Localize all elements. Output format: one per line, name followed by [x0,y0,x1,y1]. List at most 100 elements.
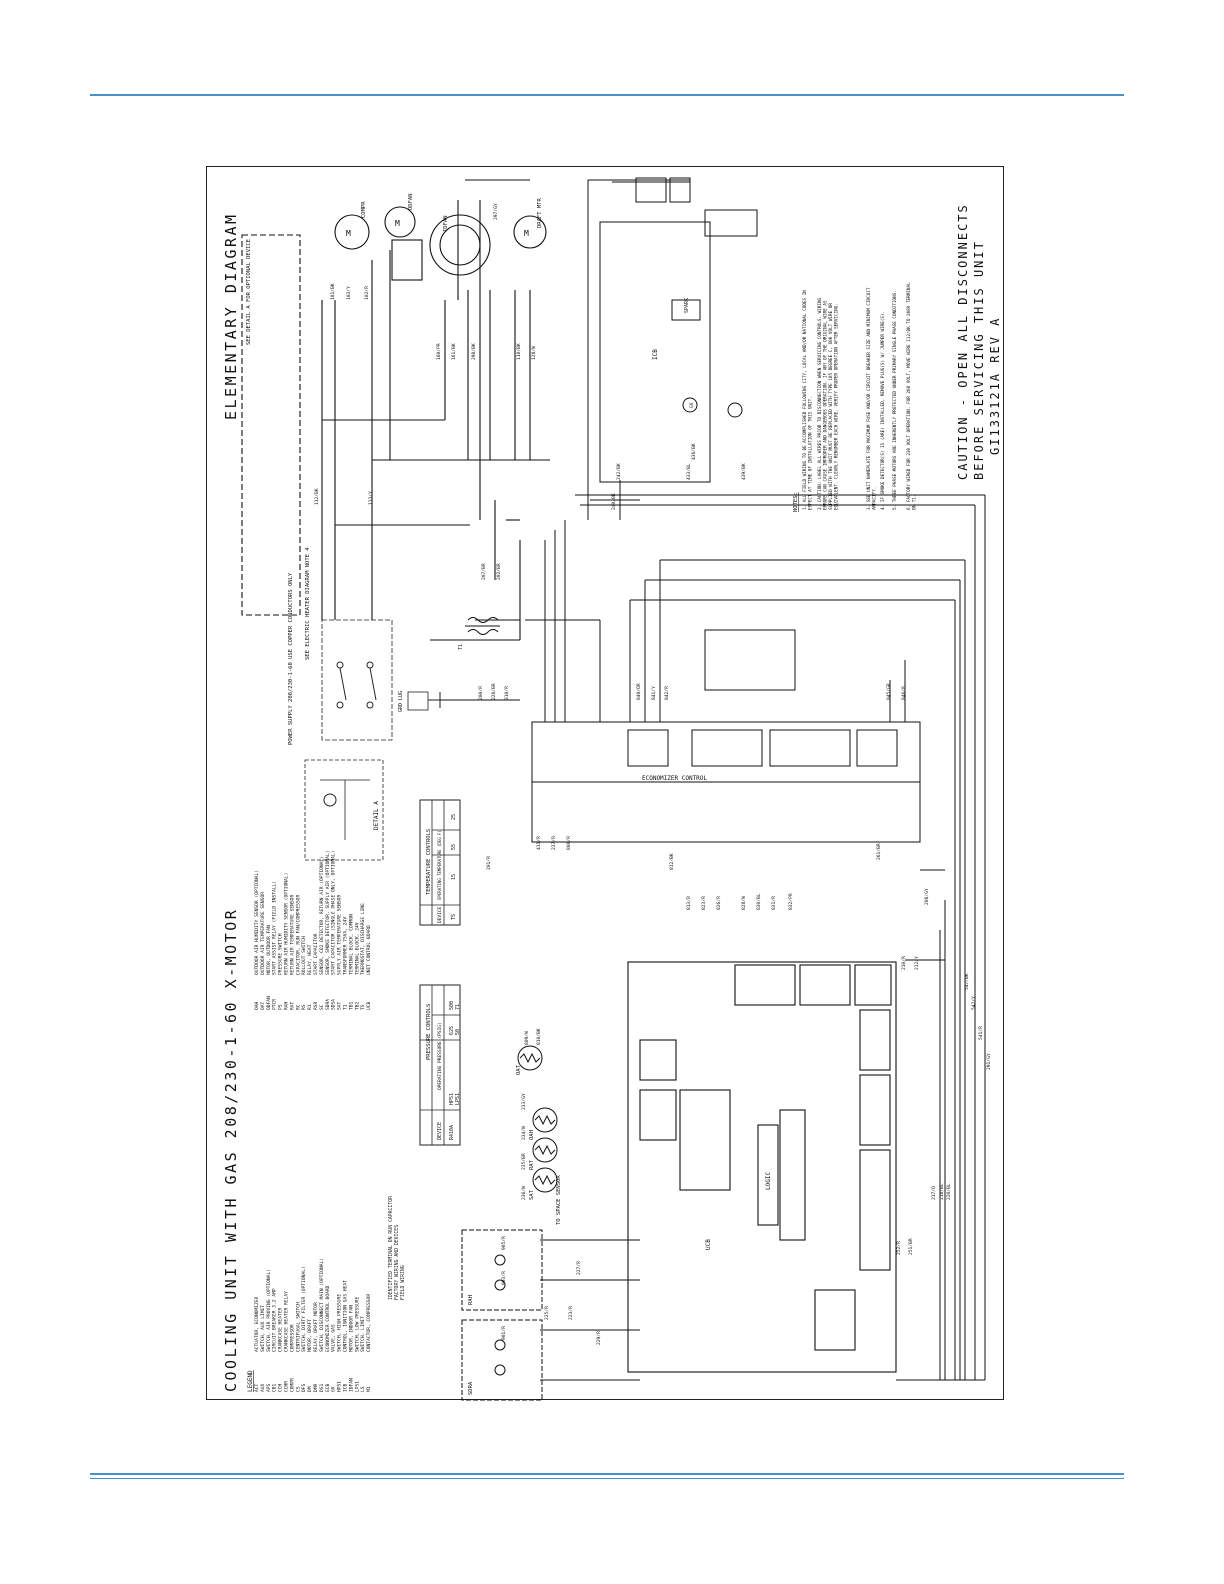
header-rule [90,94,1124,96]
temperature-controls-table: TEMPERATURE CONTROLS DEVICE OPERATING TE… [419,799,461,926]
legend-code: RS [301,1004,307,1010]
wire-label: 208/GY [924,888,930,905]
wire-label: 845/GR [886,683,892,700]
wire-label: 227/R [576,1261,582,1275]
legend-code: HPS1 [337,1381,343,1392]
power-supply-label: POWER SUPPLY 208/230-1-60 USE COPPER CON… [288,572,294,745]
wire-label: 846/R [901,686,907,700]
legend-code: CCHR [284,1381,290,1392]
wire-label: 291/GY [986,1053,992,1070]
wire-label: 202/BR [496,563,502,580]
wire-label: 201/R [486,856,492,870]
wire-label: 809/W [524,1031,530,1045]
pressure-hps1-close: 500 [449,1001,455,1010]
wire-label: 840/OR [636,683,642,700]
legend-description: TERMINAL BLOCK, COMMON [348,914,354,975]
ucb-label: UCB [705,1239,712,1250]
legend-code: RC [295,1004,301,1010]
legend-code: PTCR [272,999,278,1010]
label-compr: COMPR [361,201,367,218]
note-line: EQUIVALENT. CLEARLY RENUMBER EACH WIRE. … [834,303,840,510]
wire-label: 842/R [664,686,670,700]
legend-description: SWITCH, DIRTY FILTER (OPTIONAL) [301,1266,307,1352]
electric-heater-note: SEE ELECTRIC HEATER DIAGRAM NOTE 4 [305,547,311,660]
unit-control-board [627,961,897,1373]
wire-label: 813/R [686,896,692,910]
legend-code: IDFAN [348,1378,354,1392]
legend-code: ECB [325,1383,331,1392]
wire-label: 310/R [504,686,510,700]
legend-description: VALVE, GAS [331,1324,337,1352]
legend-description: START CAPACITOR [313,933,319,975]
wire-label: 218/BL [939,1183,945,1200]
wire-label: 439/BK [741,463,747,480]
wire-label: 234/W [521,1126,527,1140]
legend-code: ICB [343,1383,349,1392]
note-line: EFFECT AT TIME OF INSTALLATION OF THIS U… [808,396,814,510]
power-wiring [241,179,550,701]
legend-description: CRANKCASE HEATER RELAY [284,1291,290,1352]
pressure-controls-table: PRESSURE CONTROLS DEVICE OPERATING PRESS… [419,984,461,1146]
wire-label: 242/BK [616,463,622,480]
sensors [517,1045,558,1193]
legend-code: DS1 [319,1383,325,1392]
legend-code: ODFAN [266,996,272,1010]
note-line: AMPACITY. [872,487,878,510]
legend-symbol-text: IDENTIFIED TERMINAL ON RUN CAPACITOR [388,1196,394,1300]
legend-description: PRESSURE SWITCH [278,933,284,975]
legend-code: TB1 [348,1001,354,1010]
note-line: 2. CAUTION: LABEL ALL WIRES PRIOR TO DIS… [817,297,823,510]
wire-label: 812/BK [669,853,675,870]
wire-label: 542/Y [971,996,977,1010]
wire-label: 832/PR [788,893,794,910]
pressure-hps1-open: 625 [449,1026,455,1035]
note-line: 3. SEE UNIT NAMEPLATE FOR MAXIMUM FUSE A… [866,287,872,510]
legend-code: LS [360,1386,366,1392]
legend-description: MOTOR, INDOOR FAN [348,1305,354,1352]
legend-description: RETURN AIR TEMPERATURE SENSOR [289,895,295,975]
smoke-detectors [461,1229,640,1401]
legend-description: THERMOSTAT, DISCHARGE LINE [360,903,366,975]
wire-label: 297/GY [493,203,499,220]
wire-label: 102/R [364,286,370,300]
component-labels: COMPR ODFAN IDFAN DRAFT MTR SEE DETAIL A… [246,193,543,345]
note-line: SUPPLIED WITH THE UNIT MUST BE REPLACED … [828,303,834,510]
legend-description: SWITCH, AIR PROVING (OPTIONAL) [266,1269,272,1352]
temp-header-operating: OPERATING TEMPERATURE (DEG F) [437,830,442,900]
legend-description: TERMINAL BLOCK, 24V [354,922,360,975]
legend-heading: LEGEND [247,1370,254,1392]
legend-description: START ASSIST RELAY (FIELD INSTALL) [272,881,278,975]
temp-ts: TS [451,914,457,920]
logic-label: LOGIC [765,1172,772,1190]
caution-line-2: BEFORE SERVICING THIS UNIT [972,240,986,480]
legend-description: RETURN AIR HUMIDITY SENSOR (OPTIONAL) [284,873,290,975]
note-line: ERRORS CAN CAUSE IMPROPER AND DANGEROUS … [823,300,829,510]
legend-code: SDSA [331,999,337,1010]
legend-code: CCH [278,1383,284,1392]
wire-label: 113/Y [368,491,374,505]
sat-sensor [532,1167,558,1193]
wire-label: 233/GY [521,1093,527,1110]
wire-label: 547/BK [964,973,970,990]
legend-description: ECONOMIZER CONTROL BOARD [325,1285,331,1352]
ecb-label: ECONOMIZER CONTROL [642,775,707,782]
ecb-wiring [525,494,985,722]
icb-label: ICB [652,349,659,360]
legend-symbol-text: FIELD WIRING [400,1265,406,1300]
wire-label: 235/BR [521,1153,527,1170]
label-idfan: IDFAN [443,215,449,232]
draft-motor [513,215,547,249]
legend-description: ACTUATOR, ECONOMIZER [254,1296,260,1352]
wire-label: 229/R [596,1331,602,1345]
svg-text:M: M [346,229,351,238]
transformer-t1: T1 [458,617,500,650]
smoke-labels: RAH SDRA [468,1295,474,1395]
wire-label: 541/R [978,1026,984,1040]
temp-header-device: DEVICE [437,906,443,923]
temp-open: 15 [451,874,457,880]
note-line: 4. IF SMOKE DETECTOR(S) IS (ARE) INSTALL… [880,311,886,510]
to-space-sensor: TO SPACE SENSOR [556,1175,562,1225]
